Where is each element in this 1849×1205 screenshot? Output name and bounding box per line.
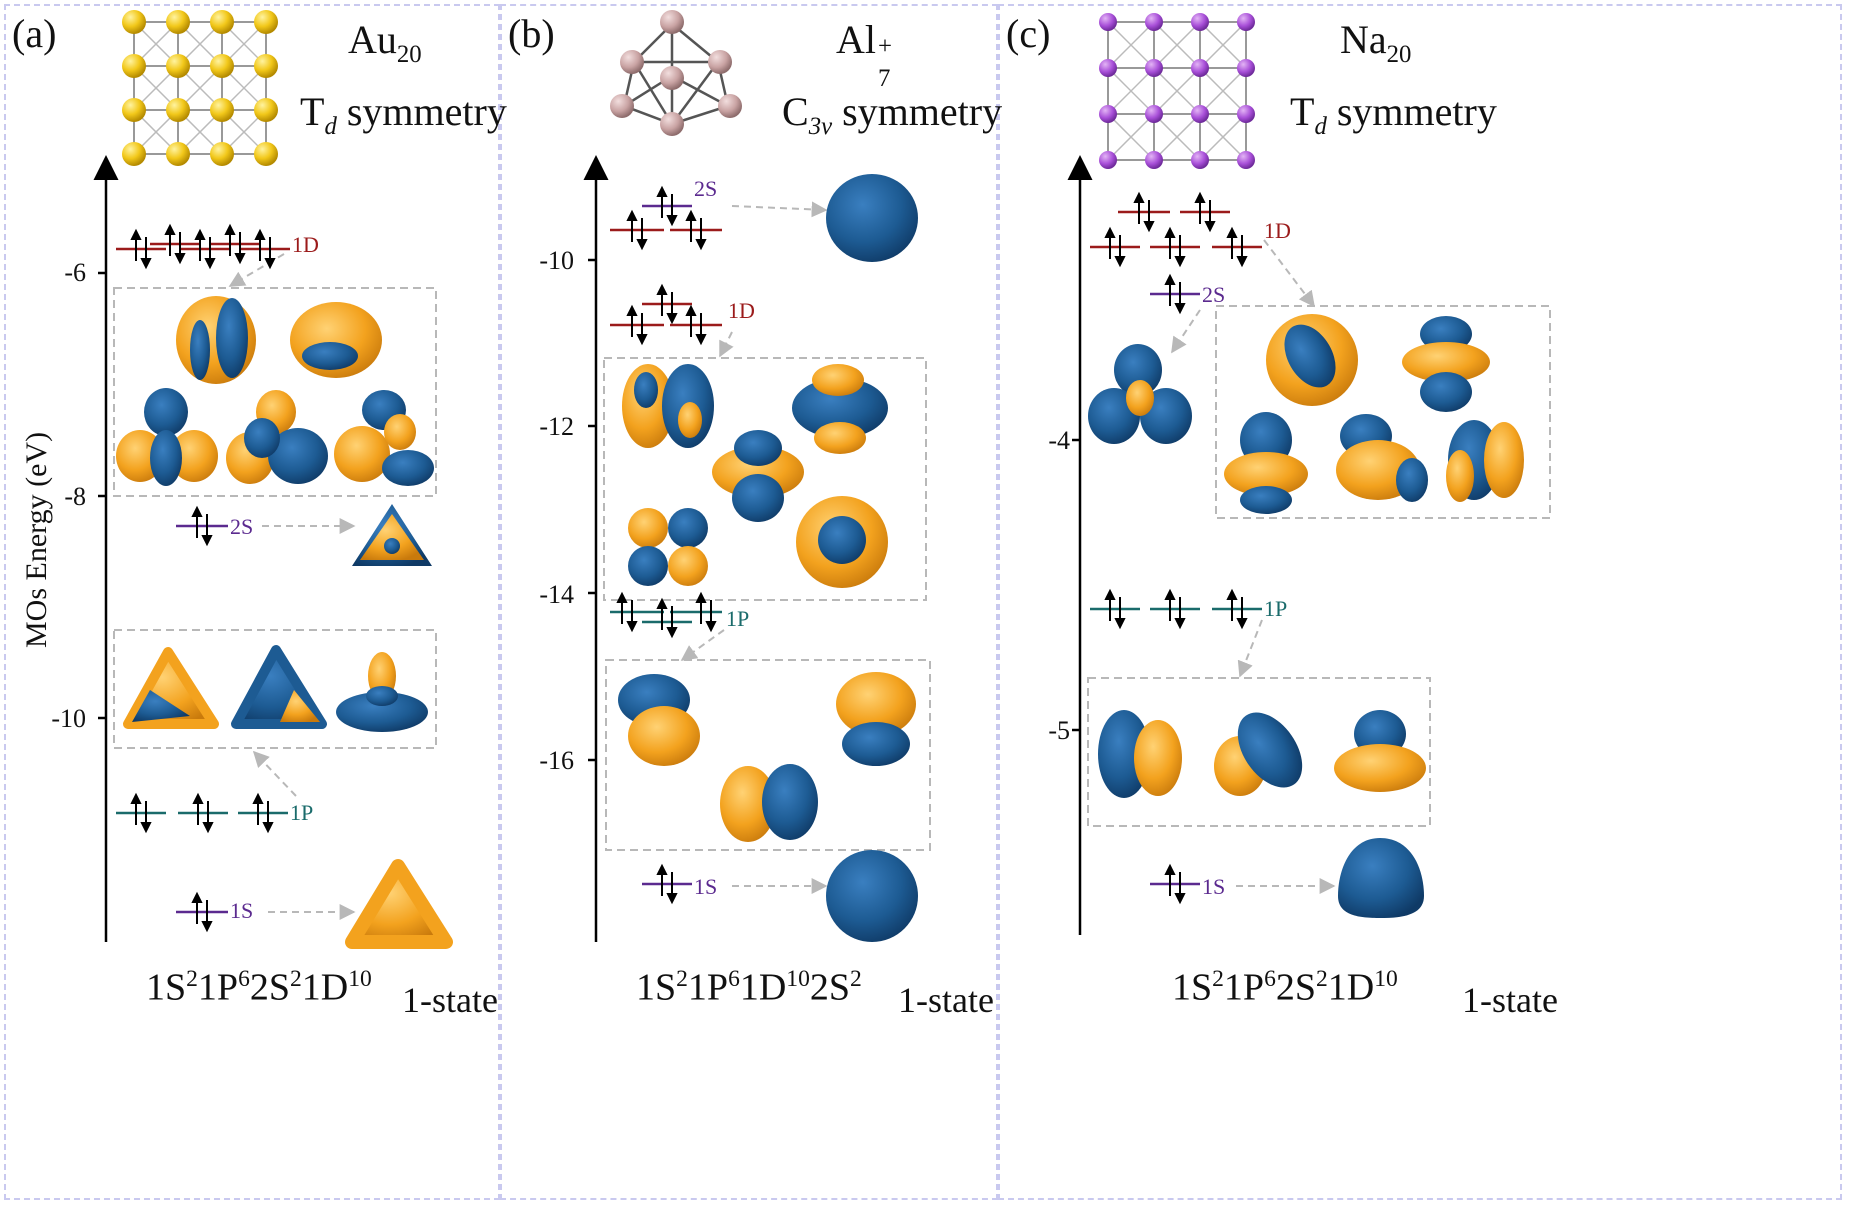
panel-b-symmetry: C3v symmetry — [782, 89, 1003, 140]
panel-b-label: (b) — [508, 11, 555, 56]
sodium-cluster-icon — [1099, 13, 1255, 169]
level-c-1s: 1S — [1202, 874, 1226, 899]
orbital-a-1d-5 — [334, 390, 434, 486]
orbital-c-1d-4 — [1336, 414, 1428, 502]
tick-a-1: -6 — [64, 258, 86, 287]
panel-a-species: Au20 — [348, 17, 422, 68]
orbital-c-1s — [1338, 838, 1424, 918]
panel-b-config: 1S21P61D102S2 — [636, 966, 862, 1009]
level-b-1p: 1P — [726, 606, 750, 631]
tick-c-2: -5 — [1048, 716, 1070, 745]
level-arrows — [228, 201, 1336, 920]
orbital-b-1p-2 — [836, 672, 916, 766]
orbital-b-1d-3 — [712, 430, 804, 522]
orbital-a-1p-3 — [336, 652, 428, 732]
axis-a — [93, 155, 119, 942]
orbital-a-1p-2 — [231, 645, 327, 729]
panel-c-frame — [998, 4, 1842, 1200]
panel-c-config: 1S21P62S21D10 — [1172, 966, 1398, 1009]
orbital-a-1p-1 — [123, 647, 219, 729]
orbital-a-1d-3 — [116, 388, 218, 486]
orbital-a-2s — [352, 504, 432, 566]
level-b-2s: 2S — [694, 176, 718, 201]
level-c-1d: 1D — [1264, 218, 1291, 243]
level-b-1s: 1S — [694, 874, 718, 899]
levels-panel-b — [610, 204, 722, 886]
panel-b-species: Al+7 — [836, 17, 892, 92]
orbital-c-1p-2 — [1214, 712, 1303, 796]
orbital-c-1p-1 — [1098, 710, 1182, 798]
orbital-b-2s — [826, 174, 918, 262]
axis-c — [1067, 155, 1093, 935]
gold-cluster-icon — [122, 10, 278, 166]
orbital-a-1d-2 — [290, 302, 382, 378]
orbital-c-1d-2 — [1402, 316, 1490, 412]
levels-panel-a — [116, 242, 290, 914]
orbital-b-1p-3 — [720, 764, 818, 842]
tick-b-2: -12 — [539, 412, 574, 441]
orbital-c-1p-3 — [1334, 710, 1426, 792]
tick-b-4: -16 — [539, 746, 574, 775]
orbital-b-1d-2 — [792, 364, 888, 454]
spin-arrows — [130, 185, 1248, 933]
tick-b-1: -10 — [539, 246, 574, 275]
level-a-1p: 1P — [290, 800, 314, 825]
tick-b-3: -14 — [539, 580, 574, 609]
panel-a-frame — [4, 4, 500, 1200]
orbital-b-1d-1 — [622, 364, 714, 448]
orbital-a-1s — [345, 859, 453, 949]
panel-a-state: 1-state — [402, 980, 498, 1020]
orbital-c-2s — [1088, 344, 1192, 444]
level-a-1d: 1D — [292, 232, 319, 257]
orbital-b-1p-1 — [618, 674, 700, 766]
level-b-1d: 1D — [728, 298, 755, 323]
panel-c-species: Na20 — [1340, 17, 1412, 68]
panel-a-config: 1S21P62S21D10 — [146, 966, 372, 1009]
orbital-group-boxes — [113, 287, 1551, 851]
panel-b-frame — [500, 4, 998, 1200]
panel-c-label: (c) — [1006, 11, 1051, 56]
tick-a-2: -8 — [64, 482, 86, 511]
levels-panel-c — [1090, 210, 1262, 886]
panel-b-state: 1-state — [898, 980, 994, 1020]
level-c-1p: 1P — [1264, 596, 1288, 621]
axis-b — [583, 155, 609, 942]
orbital-c-1d-3 — [1224, 412, 1308, 514]
orbital-c-1d-5 — [1446, 420, 1524, 502]
level-c-2s: 2S — [1202, 282, 1226, 307]
level-a-2s: 2S — [230, 514, 254, 539]
tick-c-1: -4 — [1048, 426, 1070, 455]
orbital-b-1d-5 — [796, 496, 888, 588]
orbital-isosurfaces — [116, 174, 1524, 949]
orbital-a-1d-4 — [226, 390, 328, 484]
orbital-b-1s — [826, 850, 918, 942]
tick-a-3: -10 — [51, 704, 86, 733]
panel-c-state: 1-state — [1462, 980, 1558, 1020]
panel-c-symmetry: Td symmetry — [1290, 89, 1497, 140]
aluminum-cluster-icon — [610, 10, 742, 136]
orbital-c-1d-1 — [1266, 314, 1358, 406]
panel-a-symmetry: Td symmetry — [300, 89, 507, 140]
orbital-b-1d-4 — [628, 508, 708, 586]
level-a-1s: 1S — [230, 898, 254, 923]
panel-a-label: (a) — [12, 11, 57, 56]
orbital-a-1d-1 — [176, 296, 256, 384]
